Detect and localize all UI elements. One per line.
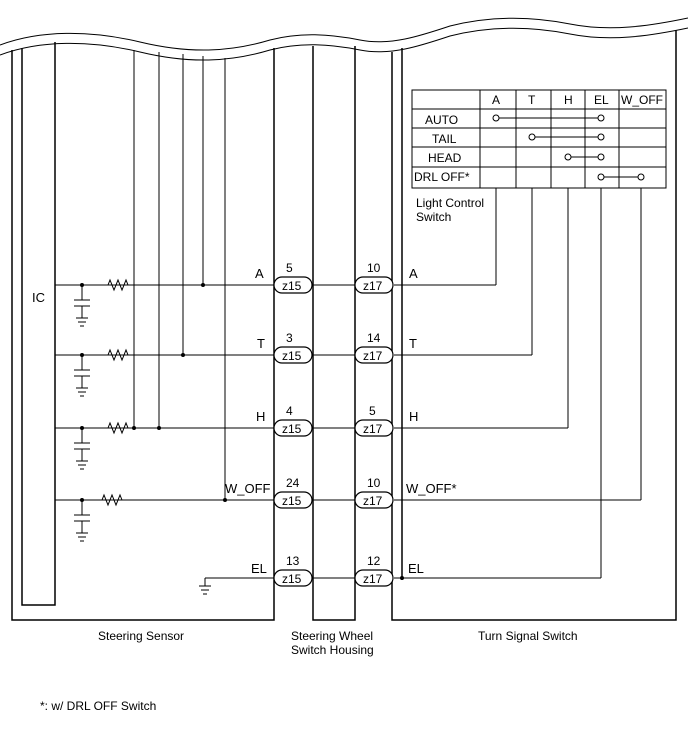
left-label-w-off: W_OFF [225, 481, 271, 496]
col-w-off: W_OFF [621, 93, 663, 107]
row-a [55, 278, 496, 327]
col-t: T [528, 93, 536, 107]
z15-pin-a: 5 [286, 261, 293, 275]
turn-signal-switch-box [391, 30, 677, 621]
z15-label-a: z15 [282, 279, 302, 293]
row-t [55, 348, 532, 397]
z17-pin-el: 12 [367, 554, 381, 568]
sensor-bus-lines [133, 50, 226, 500]
z15-label-el: z15 [282, 572, 302, 586]
row-w-off [55, 493, 641, 542]
row-head: HEAD [428, 151, 462, 165]
row-auto: AUTO [425, 113, 458, 127]
light-switch-label-2: Switch [416, 210, 451, 224]
turn-signal-switch-label: Turn Signal Switch [478, 629, 578, 643]
z17-pin-a: 10 [367, 261, 381, 275]
ic-label: IC [32, 290, 45, 305]
left-label-a: A [255, 266, 264, 281]
steering-sensor-box [11, 48, 275, 621]
z15-pin-w-off: 24 [286, 476, 300, 490]
right-label-w-off: W_OFF* [406, 481, 457, 496]
footnote: *: w/ DRL OFF Switch [40, 699, 156, 713]
z15-pin-t: 3 [286, 331, 293, 345]
z15-connectors [273, 276, 313, 587]
right-label-el: EL [408, 561, 424, 576]
wheel-housing-label-2: Switch Housing [291, 643, 374, 657]
z17-label-el: z17 [363, 572, 383, 586]
left-label-t: T [257, 336, 265, 351]
z17-connectors [354, 276, 394, 587]
z17-label-w-off: z17 [363, 494, 383, 508]
z17-pin-w-off: 10 [367, 476, 381, 490]
z15-pin-el: 13 [286, 554, 300, 568]
right-label-t: T [409, 336, 417, 351]
z17-label-t: z17 [363, 349, 383, 363]
row-el [199, 576, 601, 595]
col-a: A [492, 93, 500, 107]
z15-pin-h: 4 [286, 404, 293, 418]
z17-pin-h: 5 [369, 404, 376, 418]
left-label-h: H [256, 409, 265, 424]
wheel-housing-box [312, 46, 356, 621]
wheel-housing-label-1: Steering Wheel [291, 629, 373, 643]
switch-drop-wires [495, 188, 642, 578]
z17-label-h: z17 [363, 422, 383, 436]
steering-sensor-label: Steering Sensor [98, 629, 184, 643]
right-label-h: H [409, 409, 418, 424]
col-h: H [564, 93, 573, 107]
right-label-a: A [409, 266, 418, 281]
light-control-switch-table [411, 89, 667, 189]
left-label-el: EL [251, 561, 267, 576]
ic-box [21, 42, 56, 606]
z17-pin-t: 14 [367, 331, 381, 345]
col-el: EL [594, 93, 609, 107]
row-h [55, 421, 568, 470]
z15-label-h: z15 [282, 422, 302, 436]
z15-label-w-off: z15 [282, 494, 302, 508]
z15-label-t: z15 [282, 349, 302, 363]
wavy-top-edge [0, 27, 688, 61]
row-drl-off: DRL OFF* [414, 170, 470, 184]
row-tail: TAIL [432, 132, 457, 146]
wavy-top-edge-2 [0, 17, 688, 51]
z17-label-a: z17 [363, 279, 383, 293]
light-switch-label-1: Light Control [416, 196, 484, 210]
